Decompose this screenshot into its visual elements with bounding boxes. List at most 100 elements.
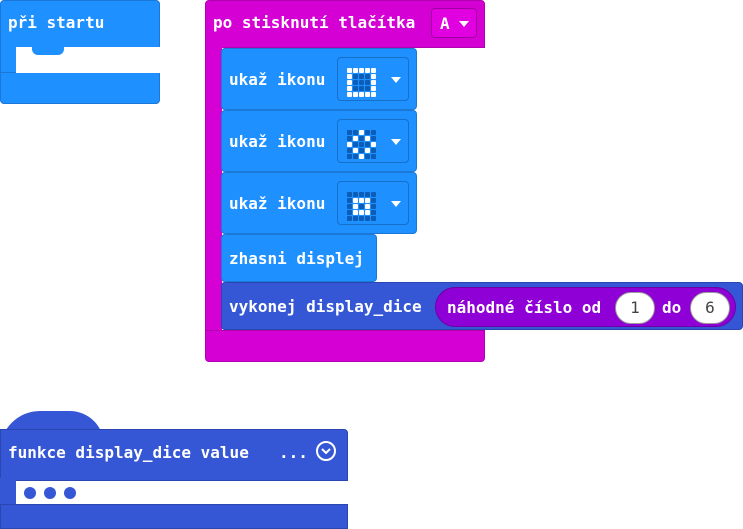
led-off: [365, 80, 370, 85]
expand-parameters-icon[interactable]: [316, 441, 336, 461]
led-on: [371, 80, 376, 85]
led-off: [353, 154, 358, 159]
led-off: [371, 216, 376, 221]
show-icon-block[interactable]: ukaž ikonu: [221, 172, 417, 234]
function-definition-block[interactable]: [0, 429, 348, 481]
led-off: [371, 210, 376, 215]
function-block-footer: [0, 504, 348, 529]
slot-notch: [32, 47, 64, 55]
function-block-arm: [0, 478, 16, 504]
show-icon-block[interactable]: ukaž ikonu: [221, 110, 417, 172]
led-on: [347, 74, 352, 79]
led-on: [347, 80, 352, 85]
clear-screen-block[interactable]: zhasni displej: [221, 234, 377, 282]
led-off: [371, 136, 376, 141]
led-off: [371, 204, 376, 209]
led-off: [353, 192, 358, 197]
led-on: [347, 92, 352, 97]
button-dropdown-value: A: [440, 14, 450, 33]
collapsed-dot-icon: [24, 487, 36, 499]
on-start-block[interactable]: [0, 0, 160, 48]
collapsed-dot-icon: [64, 487, 76, 499]
function-label: funkce display_dice value: [8, 443, 249, 462]
led-on: [359, 198, 364, 203]
led-on: [365, 68, 370, 73]
led-off: [347, 148, 352, 153]
led-on: [365, 198, 370, 203]
led-on: [359, 68, 364, 73]
led-on: [353, 198, 358, 203]
led-off: [365, 154, 370, 159]
random-to-input[interactable]: 6: [690, 292, 730, 324]
led-off: [359, 148, 364, 153]
function-ellipsis: ...: [279, 443, 308, 462]
call-function-block[interactable]: vykonej display_dice náhodné číslo od 1 …: [221, 282, 743, 330]
led-off: [353, 74, 358, 79]
collapsed-dot-icon: [44, 487, 56, 499]
chevron-down-icon: [459, 21, 469, 27]
led-off: [371, 154, 376, 159]
led-off: [365, 192, 370, 197]
led-off: [353, 80, 358, 85]
on-start-statement-slot: [16, 47, 161, 73]
show-icon-block[interactable]: ukaž ikonu: [221, 48, 417, 110]
led-off: [347, 216, 352, 221]
led-on: [353, 204, 358, 209]
icon-dropdown[interactable]: [337, 181, 409, 225]
on-start-block-arm: [0, 46, 16, 80]
led-on: [371, 74, 376, 79]
on-button-pressed-label: po stisknutí tlačítka: [213, 13, 416, 32]
led-off: [347, 204, 352, 209]
led-on: [365, 210, 370, 215]
led-on: [353, 210, 358, 215]
led-off: [365, 216, 370, 221]
square-icon: [347, 68, 376, 97]
led-off: [353, 142, 358, 147]
random-number-block[interactable]: náhodné číslo od 1 do 6: [435, 287, 736, 327]
led-off: [371, 130, 376, 135]
led-off: [347, 136, 352, 141]
led-off: [347, 154, 352, 159]
led-off: [359, 86, 364, 91]
diamond-icon: [347, 130, 376, 159]
call-function-label: vykonej display_dice: [229, 297, 422, 316]
function-statement-slot: [16, 481, 348, 504]
chevron-down-icon: [391, 77, 401, 83]
led-on: [359, 130, 364, 135]
led-off: [371, 198, 376, 203]
icon-dropdown[interactable]: [337, 119, 409, 163]
show-icon-label: ukaž ikonu: [229, 70, 326, 89]
led-off: [371, 148, 376, 153]
led-on: [371, 68, 376, 73]
led-off: [353, 86, 358, 91]
led-off: [359, 136, 364, 141]
clear-screen-label: zhasni displej: [229, 249, 364, 268]
led-on: [359, 210, 364, 215]
random-from-input[interactable]: 1: [615, 292, 655, 324]
led-on: [365, 136, 370, 141]
led-on: [371, 142, 376, 147]
chevron-down-icon: [391, 201, 401, 207]
led-off: [365, 130, 370, 135]
led-on: [359, 92, 364, 97]
on-button-pressed-footer: [205, 330, 485, 362]
led-off: [359, 216, 364, 221]
led-off: [371, 192, 376, 197]
led-off: [359, 192, 364, 197]
led-on: [365, 204, 370, 209]
led-off: [365, 86, 370, 91]
led-on: [347, 142, 352, 147]
led-on: [353, 136, 358, 141]
led-off: [353, 130, 358, 135]
led-on: [353, 148, 358, 153]
icon-dropdown[interactable]: [337, 57, 409, 101]
led-on: [365, 92, 370, 97]
led-on: [347, 86, 352, 91]
random-to-label: do: [662, 298, 682, 317]
button-dropdown[interactable]: A: [431, 8, 477, 38]
led-on: [365, 148, 370, 153]
on-button-pressed-arm: [205, 46, 222, 346]
led-on: [353, 92, 358, 97]
led-off: [365, 74, 370, 79]
led-off: [359, 80, 364, 85]
